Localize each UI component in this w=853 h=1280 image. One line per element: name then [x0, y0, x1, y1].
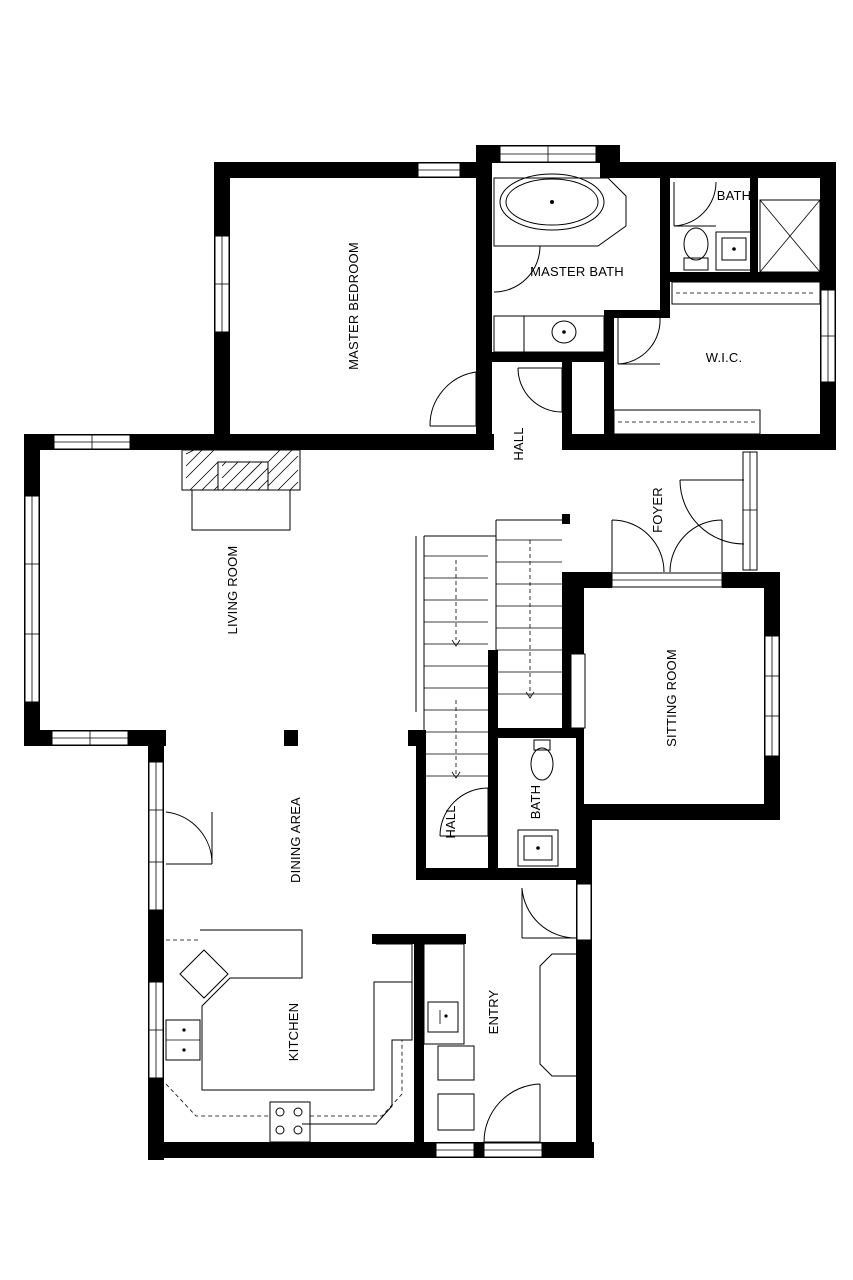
label-master-bedroom: MASTER BEDROOM [346, 242, 361, 370]
wic-shelves [613, 281, 821, 435]
label-bath-upper: BATH [717, 188, 752, 203]
upper-bath-fixtures [683, 199, 821, 273]
fireplace [181, 449, 301, 531]
lower-bath-fixtures [517, 739, 559, 867]
windows [24, 145, 836, 1158]
label-foyer: FOYER [650, 487, 665, 533]
label-wic: W.I.C. [706, 350, 743, 365]
staircase [415, 519, 562, 796]
label-master-bath: MASTER BATH [530, 264, 624, 279]
doors [165, 181, 745, 1143]
label-living-room: LIVING ROOM [225, 546, 240, 635]
entry-fixtures [423, 943, 576, 1131]
label-hall-lower: HALL [443, 805, 458, 838]
label-sitting-room: SITTING ROOM [664, 649, 679, 747]
label-dining-area: DINING AREA [288, 797, 303, 883]
walls [24, 145, 836, 1160]
label-bath-lower: BATH [528, 785, 543, 820]
label-kitchen: KITCHEN [286, 1003, 301, 1061]
master-bath-fixtures [493, 173, 627, 353]
kitchen-fixtures [165, 929, 413, 1143]
label-hall-upper: HALL [511, 427, 526, 460]
label-entry: ENTRY [486, 989, 501, 1034]
room-labels: MASTER BEDROOM MASTER BATH BATH W.I.C. H… [225, 188, 751, 1061]
